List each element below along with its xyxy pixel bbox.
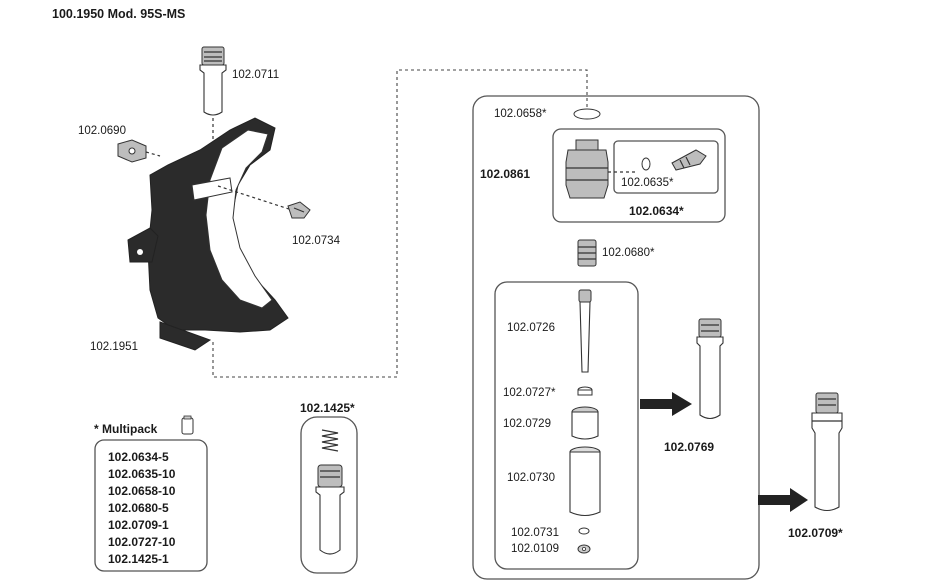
multipack-item: 102.1425-1: [108, 552, 169, 566]
cartridge-icon: [315, 464, 345, 555]
multipack-item: 102.0635-10: [108, 467, 176, 481]
cylinder-icon: [569, 446, 601, 517]
handle-body-icon: [127, 117, 293, 351]
label-102-0635: 102.0635*: [621, 177, 674, 189]
label-102-1425: 102.1425*: [300, 401, 355, 415]
multipack-item: 102.0680-5: [108, 501, 169, 515]
gun-handle-assembly: 102.0711 102.0690 102.0734 102.1951: [78, 46, 341, 353]
multipack-panel: * Multipack 102.0634-5 102.0635-10 102.0…: [94, 415, 208, 572]
clip-icon: [117, 139, 161, 163]
label-102-0690: 102.0690: [78, 125, 126, 137]
label-102-0729: 102.0729: [503, 418, 551, 430]
label-102-0711: 102.0711: [232, 69, 279, 81]
label-102-0727: 102.0727*: [503, 387, 556, 399]
screw-icon: [671, 149, 707, 171]
label-102-0109: 102.0109: [511, 543, 559, 555]
arrow-right-icon: [640, 392, 692, 416]
label-102-0769: 102.0769: [664, 440, 714, 454]
label-102-0731: 102.0731: [511, 527, 559, 539]
diagram-title: 100.1950 Mod. 95S-MS: [52, 7, 185, 21]
label-102-0730: 102.0730: [507, 472, 555, 484]
pump-assembly-frame: [472, 95, 760, 580]
piston-rod-icon: [578, 289, 592, 373]
label-102-0709: 102.0709*: [788, 526, 843, 540]
piston-kit-frame: [494, 281, 639, 570]
spring-kit-panel: 102.1425*: [300, 401, 358, 574]
dashed-connector: [212, 69, 588, 378]
sleeve-icon: [571, 406, 599, 440]
seal-icon: [641, 157, 651, 171]
label-102-0861: 102.0861: [480, 167, 530, 181]
filter-cartridge-icon: [199, 46, 227, 140]
label-102-0734: 102.0734: [292, 235, 341, 247]
complete-pump-icon: [811, 392, 843, 512]
washer-icon: [577, 386, 593, 396]
multipack-item: 102.0658-10: [108, 484, 176, 498]
label-102-0680: 102.0680*: [602, 247, 655, 259]
screw-icon: [287, 201, 311, 219]
o-ring-icon: [573, 108, 601, 120]
small-washer-icon: [577, 527, 591, 554]
assembled-cartridge-icon: [696, 318, 724, 420]
valve-kit-frame: [552, 128, 726, 223]
spring-icon: [321, 429, 339, 452]
arrow-right-icon: [758, 488, 808, 512]
multipack-item: 102.0727-10: [108, 535, 176, 549]
label-102-1951: 102.1951: [90, 341, 138, 353]
label-102-0726: 102.0726: [507, 322, 555, 334]
multipack-item: 102.0709-1: [108, 518, 169, 532]
container-icon: [181, 415, 194, 435]
label-102-0634: 102.0634*: [629, 204, 684, 218]
valve-detail-frame: [613, 140, 719, 194]
coupling-icon: [577, 239, 597, 267]
valve-body-icon: [565, 139, 638, 199]
multipack-item: 102.0634-5: [108, 450, 169, 464]
label-102-0658: 102.0658*: [494, 108, 547, 120]
multipack-title: * Multipack: [94, 422, 158, 436]
